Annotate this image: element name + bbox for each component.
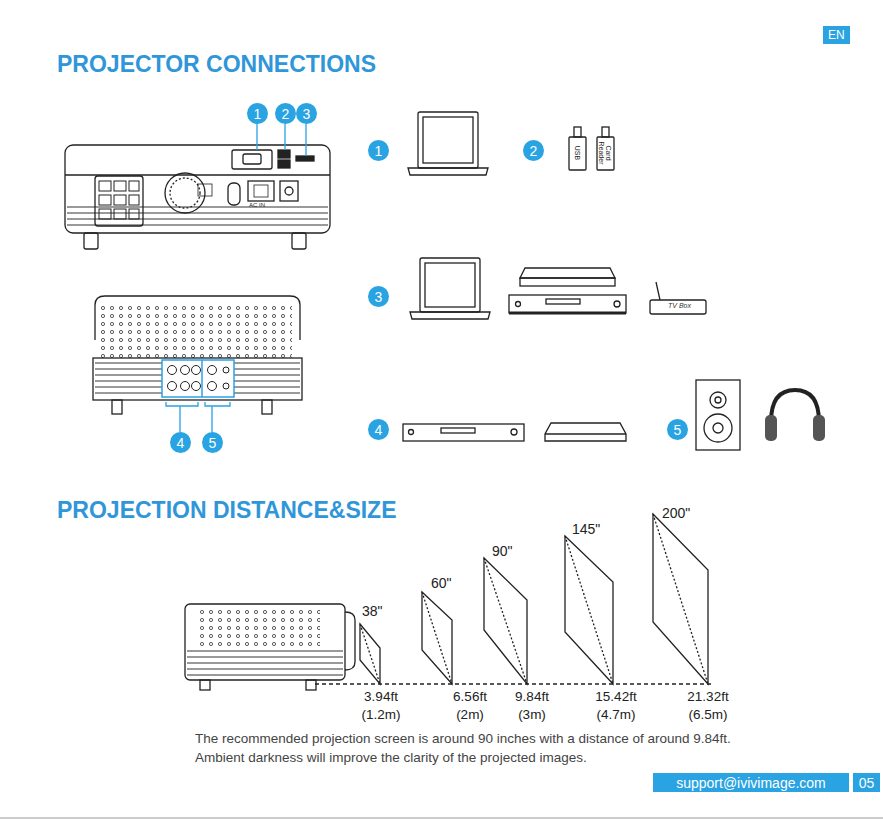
screen-size: 200" <box>662 505 690 521</box>
distance-ft: 15.42ft <box>595 689 636 704</box>
screen-size: 38" <box>362 603 383 619</box>
screen-size: 90" <box>492 543 513 559</box>
distance-m: (3m) <box>518 707 546 722</box>
node-text: 2 <box>282 106 290 122</box>
distance-ft: 21.32ft <box>687 689 728 704</box>
node-text: EN <box>828 28 845 42</box>
distance-m: (2m) <box>456 707 484 722</box>
node-text: 05 <box>859 775 875 791</box>
device-label: Card Reader <box>598 136 612 170</box>
node-text: 4 <box>177 435 185 451</box>
distance-ft: 6.56ft <box>453 689 487 704</box>
section-heading: PROJECTION DISTANCE&SIZE <box>57 497 397 524</box>
distance-ft: 3.94ft <box>364 689 398 704</box>
note-text: Ambient darkness will improve the clarit… <box>195 750 587 765</box>
screen-size: 145" <box>572 521 600 537</box>
callout-number: 1 <box>368 140 389 161</box>
node-text: 3 <box>375 289 383 305</box>
node-text: 5 <box>209 435 217 451</box>
node-text: 5 <box>674 422 682 438</box>
callout-number: 5 <box>202 432 223 453</box>
device-label: USB <box>574 136 581 170</box>
callout-number: 2 <box>523 140 544 161</box>
callout-number: 1 <box>247 103 268 124</box>
port-label: AC IN <box>249 202 265 208</box>
callout-number: 3 <box>368 286 389 307</box>
distance-m: (6.5m) <box>688 707 727 722</box>
node-text: 4 <box>375 422 383 438</box>
page-title: PROJECTOR CONNECTIONS <box>57 51 376 78</box>
callout-number: 3 <box>296 103 317 124</box>
note-text: The recommended projection screen is aro… <box>195 731 731 746</box>
callout-number: 5 <box>667 419 688 440</box>
screen-size: 60" <box>431 575 452 591</box>
node-text: 2 <box>530 143 538 159</box>
device-label: TV Box <box>668 302 691 309</box>
node-text: support@ivivimage.com <box>676 775 826 791</box>
node-text: 3 <box>303 106 311 122</box>
footer-email: support@ivivimage.com <box>653 773 849 792</box>
callout-number: 2 <box>275 103 296 124</box>
node-text: 1 <box>375 143 383 159</box>
distance-m: (1.2m) <box>361 707 400 722</box>
distance-ft: 9.84ft <box>515 689 549 704</box>
page-number: 05 <box>853 773 880 792</box>
callout-number: 4 <box>368 419 389 440</box>
callout-number: 4 <box>170 432 191 453</box>
distance-m: (4.7m) <box>596 707 635 722</box>
node-text: 1 <box>254 106 262 122</box>
language-tag: EN <box>823 26 850 44</box>
